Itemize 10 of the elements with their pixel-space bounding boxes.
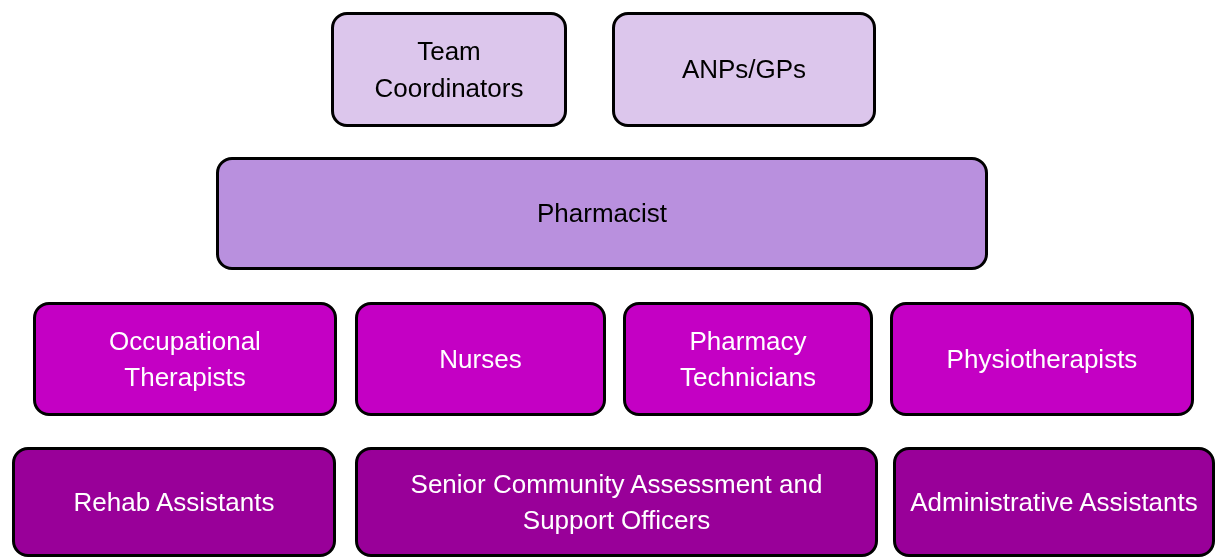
role-box: Pharmacist [216,157,988,270]
role-box: Rehab Assistants [12,447,336,557]
role-box: Team Coordinators [331,12,567,127]
role-box: Occupational Therapists [33,302,337,416]
role-box: Nurses [355,302,606,416]
role-box: Physiotherapists [890,302,1194,416]
role-box: Senior Community Assessment and Support Officers [355,447,878,557]
role-box: Pharmacy Technicians [623,302,873,416]
role-box: ANPs/GPs [612,12,876,127]
role-box: Administrative Assistants [893,447,1215,557]
